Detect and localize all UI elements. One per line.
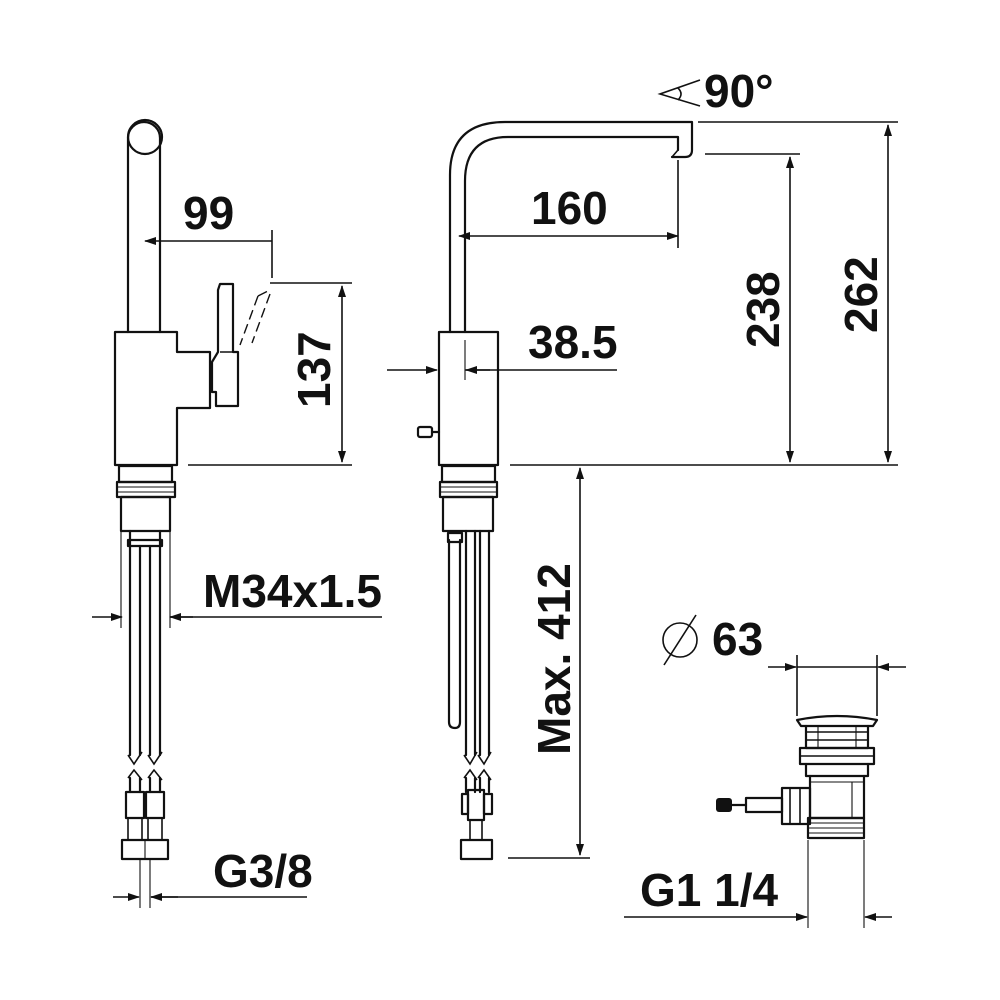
rotation-90: 90°	[657, 65, 774, 117]
diameter-icon	[662, 614, 698, 666]
dimension-max-412: Max. 412	[508, 467, 590, 859]
dimension-max-412-label: Max. 412	[528, 563, 580, 755]
diameter-63-label: 63	[712, 613, 763, 665]
dimension-238-label: 238	[737, 271, 789, 348]
side-view-faucet	[113, 118, 271, 861]
dimension-262-label: 262	[835, 256, 887, 333]
dimension-262: 262	[510, 121, 898, 466]
thread-g1-1-4-label: G1 1/4	[640, 864, 779, 916]
thread-g38-label: G3/8	[213, 845, 313, 897]
dimension-137-label: 137	[288, 331, 340, 408]
dimension-99: 99	[144, 187, 273, 278]
angle-icon	[657, 79, 701, 107]
dimension-38-5: 38.5	[387, 316, 618, 380]
dimension-38-5-label: 38.5	[528, 316, 618, 368]
dimension-g1-1-4: G1 1/4	[624, 840, 892, 928]
dimension-diameter-63: 63	[662, 613, 906, 716]
dimension-m34: M34x1.5	[92, 531, 382, 628]
dimension-99-label: 99	[183, 187, 234, 239]
pop-up-waste	[716, 714, 879, 840]
dimension-g38: G3/8	[113, 845, 313, 908]
dimension-160: 160	[458, 160, 679, 248]
front-view-faucet	[416, 120, 694, 861]
dimension-238: 238	[705, 153, 800, 463]
rotation-label: 90°	[704, 65, 774, 117]
dimension-137: 137	[188, 282, 352, 466]
thread-m34-label: M34x1.5	[203, 565, 382, 617]
dimension-160-label: 160	[531, 182, 608, 234]
